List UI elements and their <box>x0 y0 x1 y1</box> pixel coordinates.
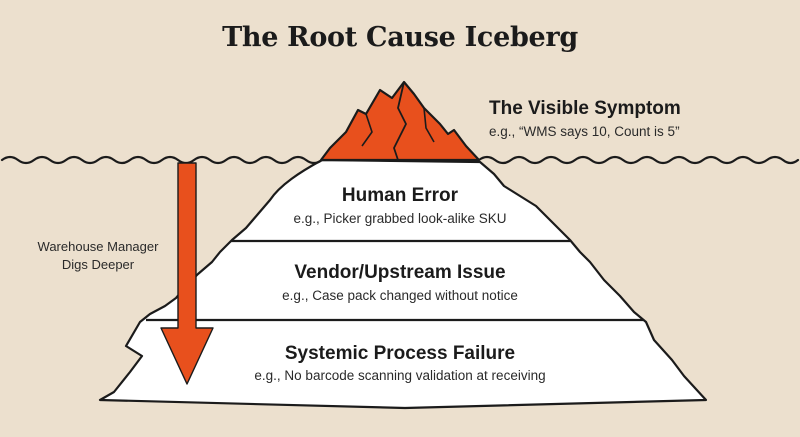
layer-systemic-example: e.g., No barcode scanning validation at … <box>254 368 546 383</box>
symptom-title: The Visible Symptom <box>489 98 681 119</box>
waterline-wave <box>477 155 800 165</box>
iceberg-tip <box>319 80 481 162</box>
iceberg-tip-crack <box>423 107 435 143</box>
iceberg-tip-crack <box>361 113 373 147</box>
layer-human-error-title: Human Error <box>341 185 459 206</box>
layer-vendor-example: e.g., Case pack changed without notice <box>282 288 518 303</box>
iceberg-underwater-body <box>98 158 708 410</box>
dig-deeper-label: Warehouse Manager Digs Deeper <box>18 238 178 274</box>
page-title: The Root Cause Iceberg <box>222 22 578 53</box>
down-arrow-icon <box>160 162 214 385</box>
dig-deeper-label-line2: Digs Deeper <box>61 257 135 272</box>
symptom-example: e.g., “WMS says 10, Count is 5” <box>489 124 680 139</box>
dig-deeper-label-line1: Warehouse Manager <box>37 239 159 254</box>
layer-systemic-title: Systemic Process Failure <box>284 343 516 364</box>
iceberg-tip-crack <box>393 81 407 161</box>
layer-vendor-title: Vendor/Upstream Issue <box>294 262 506 283</box>
layer-human-error-example: e.g., Picker grabbed look-alike SKU <box>293 211 507 226</box>
waterline-wave <box>0 155 324 165</box>
